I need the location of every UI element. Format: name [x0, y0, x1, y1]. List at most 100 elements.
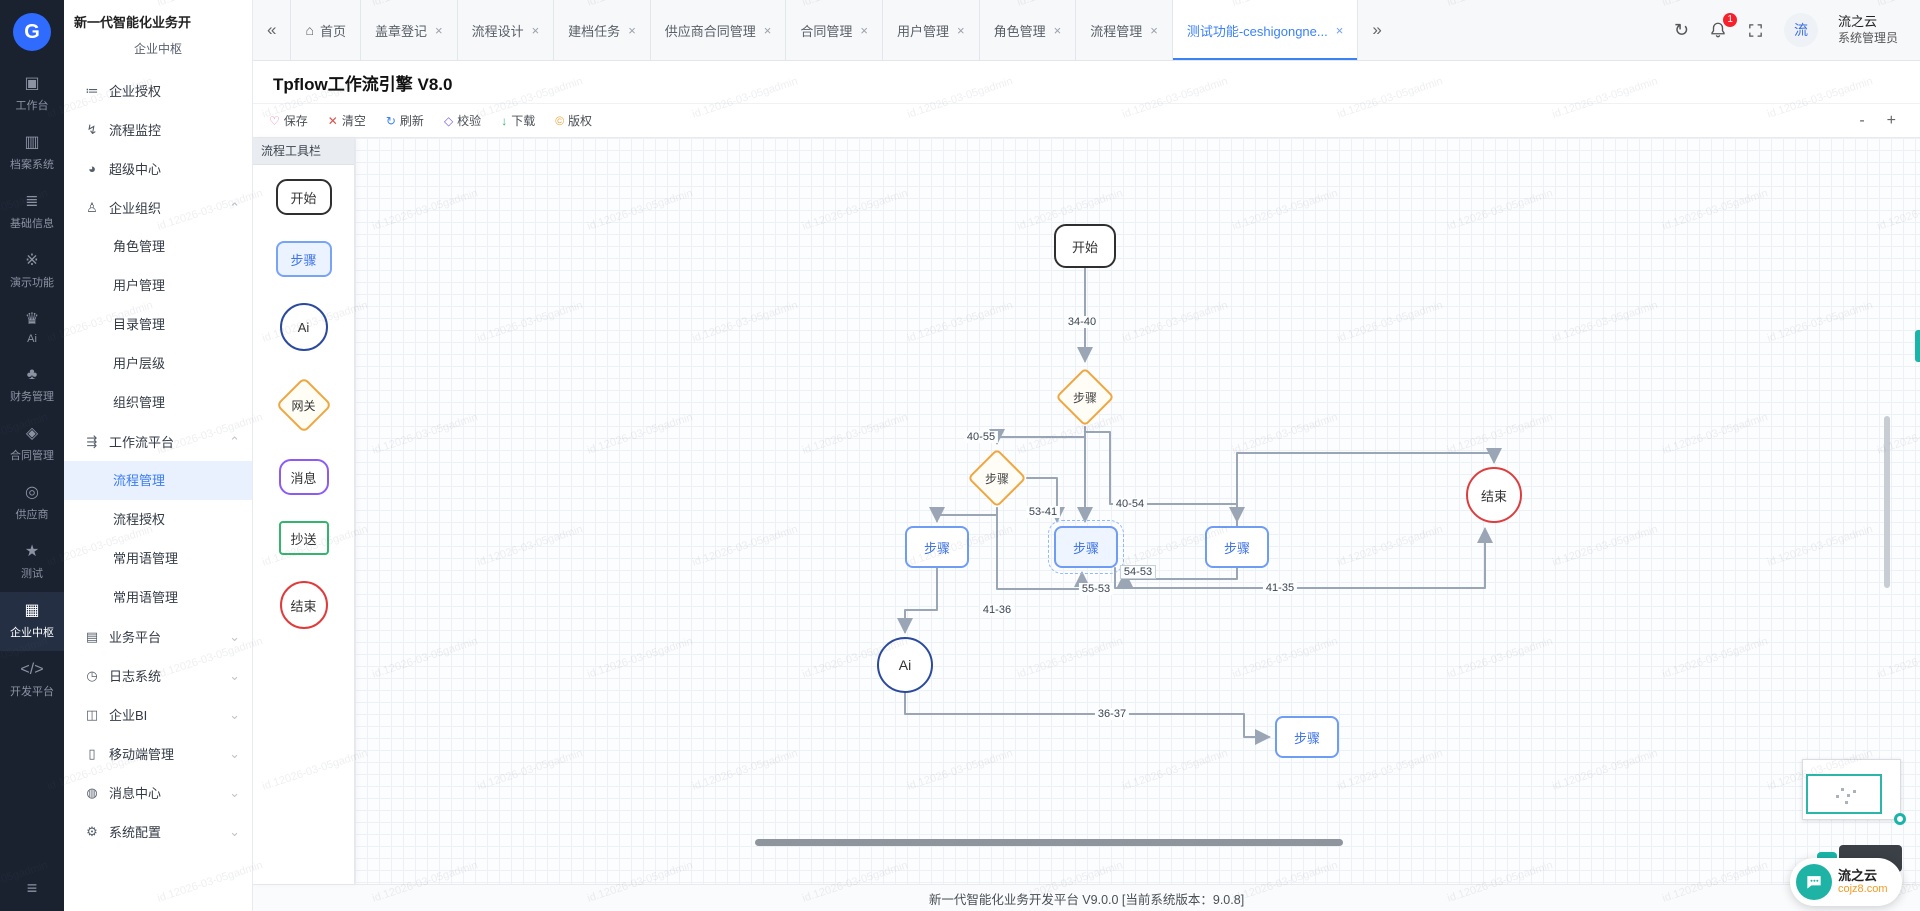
sidebar-subitem-目录管理[interactable]: 目录管理	[113, 317, 166, 332]
chevron-down-icon[interactable]: ⌄	[229, 667, 240, 683]
rail-menu-toggle-icon[interactable]: ≡	[26, 878, 38, 898]
edge-40-54[interactable]	[1084, 426, 1245, 523]
chevron-down-icon[interactable]: ⌄	[229, 628, 240, 644]
rail-item-基础信息[interactable]: ≣基础信息	[0, 183, 64, 242]
rail-item-工作台[interactable]: ▣工作台	[0, 65, 64, 124]
rail-item-档案系统[interactable]: ▥档案系统	[0, 124, 64, 183]
sidebar-subitem-组织管理[interactable]: 组织管理	[113, 395, 166, 410]
toolbar-清空-button[interactable]: ✕清空	[328, 112, 366, 129]
sidebar-item-业务平台[interactable]: ▤业务平台⌄	[64, 617, 252, 656]
node-step-53[interactable]: 步骤	[1048, 520, 1124, 574]
page-scrollbar-thumb[interactable]	[1915, 330, 1920, 362]
toolbar-保存-button[interactable]: ♡保存	[269, 112, 308, 129]
user-avatar[interactable]: 流	[1783, 13, 1818, 47]
tab-角色管理[interactable]: 角色管理×	[980, 0, 1077, 60]
sidebar-subitem-常用语管理[interactable]: 常用语管理	[113, 590, 179, 605]
chat-link[interactable]: cojz8.com	[1838, 883, 1888, 896]
tabs-collapse-right-icon[interactable]: »	[1372, 20, 1382, 39]
edge-41-35[interactable]	[1114, 527, 1493, 589]
sidebar-item-企业组织[interactable]: ♙企业组织⌃	[64, 188, 252, 227]
sidebar-subitem-用户管理[interactable]: 用户管理	[113, 278, 166, 293]
chevron-down-icon[interactable]: ⌄	[229, 745, 240, 761]
rail-item-企业中枢[interactable]: ▦企业中枢	[0, 592, 64, 651]
sidebar-subitem-常用语管理[interactable]: 常用语管理	[113, 551, 179, 566]
tab-建档任务[interactable]: 建档任务×	[554, 0, 651, 60]
node-start[interactable]: 开始	[1054, 224, 1116, 268]
tab-合同管理[interactable]: 合同管理×	[786, 0, 883, 60]
zoom-in-button[interactable]: +	[1886, 111, 1896, 129]
edge-40-55[interactable]	[989, 426, 1086, 445]
node-step-41[interactable]: 步骤	[905, 526, 969, 568]
tab-close-icon[interactable]: ×	[434, 22, 443, 38]
sidebar-subitem-用户层级[interactable]: 用户层级	[113, 356, 166, 371]
toolbar-下载-button[interactable]: ↓下载	[501, 112, 535, 129]
edge-55-53[interactable]	[996, 507, 1090, 590]
tab-供应商合同管理[interactable]: 供应商合同管理×	[651, 0, 787, 60]
zoom-out-button[interactable]: -	[1859, 111, 1865, 129]
tab-close-icon[interactable]: ×	[1150, 22, 1158, 38]
minimap[interactable]	[1802, 759, 1906, 825]
node-step-54[interactable]: 步骤	[1205, 526, 1269, 568]
sidebar-item-系统配置[interactable]: ⚙系统配置⌄	[64, 812, 252, 851]
sidebar-item-消息中心[interactable]: ◍消息中心⌄	[64, 773, 252, 812]
sidebar-subitem-角色管理[interactable]: 角色管理	[113, 239, 166, 254]
user-menu[interactable]: 流之云 系统管理员	[1838, 14, 1898, 45]
minimap-viewport[interactable]	[1806, 774, 1882, 814]
sidebar-item-超级中心[interactable]: ◕超级中心	[64, 149, 252, 188]
palette-item-步骤[interactable]: 步骤	[253, 241, 354, 277]
chevron-up-icon[interactable]: ⌃	[229, 433, 240, 449]
rail-item-合同管理[interactable]: ◈合同管理	[0, 415, 64, 474]
tab-首页[interactable]: ⌂首页	[290, 0, 361, 60]
sidebar-subitem-流程管理[interactable]: 流程管理	[64, 461, 252, 500]
refresh-icon[interactable]: ↻	[1673, 19, 1689, 40]
minimap-resize-handle[interactable]	[1894, 813, 1906, 825]
node-end-35[interactable]: 结束	[1466, 467, 1522, 523]
tab-close-icon[interactable]: ×	[860, 22, 868, 38]
notification-bell-icon[interactable]: 1	[1709, 13, 1737, 39]
tab-close-icon[interactable]: ×	[1335, 22, 1344, 38]
chevron-down-icon[interactable]: ⌄	[229, 706, 240, 722]
node-ai-36[interactable]: Ai	[877, 637, 933, 693]
tab-流程管理[interactable]: 流程管理×	[1076, 0, 1173, 60]
palette-item-抄送[interactable]: 抄送	[253, 521, 354, 555]
rail-item-开发平台[interactable]: </>开发平台	[0, 651, 64, 710]
toolbar-刷新-button[interactable]: ↻刷新	[386, 112, 424, 129]
app-logo[interactable]: G	[13, 13, 51, 51]
canvas-vertical-scrollbar[interactable]	[1884, 416, 1890, 588]
chevron-down-icon[interactable]: ⌄	[229, 784, 240, 800]
tab-测试功能-ceshigongne...[interactable]: 测试功能-ceshigongne...×	[1172, 0, 1359, 60]
toolbar-校验-button[interactable]: ◇校验	[444, 112, 481, 129]
tab-close-icon[interactable]: ×	[957, 22, 965, 38]
sidebar-item-企业授权[interactable]: ≔企业授权	[64, 71, 252, 110]
rail-item-供应商[interactable]: ◎供应商	[0, 474, 64, 533]
palette-item-消息[interactable]: 消息	[253, 459, 354, 495]
tab-close-icon[interactable]: ×	[763, 22, 772, 38]
sidebar-item-移动端管理[interactable]: ▯移动端管理⌄	[64, 734, 252, 773]
edge-55-41[interactable]	[929, 507, 998, 523]
palette-item-Ai[interactable]: Ai	[253, 303, 354, 351]
sidebar-item-企业BI[interactable]: ◫企业BI⌄	[64, 695, 252, 734]
palette-item-结束[interactable]: 结束	[253, 581, 354, 629]
fullscreen-icon[interactable]	[1747, 22, 1764, 39]
tab-流程设计[interactable]: 流程设计×	[458, 0, 555, 60]
toolbar-版权-button[interactable]: ©版权	[555, 112, 592, 129]
sidebar-item-工作流平台[interactable]: ⇶工作流平台⌃	[64, 422, 252, 461]
rail-item-Ai[interactable]: ♛Ai	[0, 301, 64, 356]
node-gw-55[interactable]: 步骤	[967, 448, 1027, 508]
sidebar-item-日志系统[interactable]: ◷日志系统⌄	[64, 656, 252, 695]
palette-item-开始[interactable]: 开始	[253, 179, 354, 215]
tab-盖章登记[interactable]: 盖章登记×	[361, 0, 458, 60]
tab-close-icon[interactable]: ×	[531, 22, 540, 38]
rail-item-财务管理[interactable]: ♣财务管理	[0, 356, 64, 415]
sidebar-item-流程监控[interactable]: ↯流程监控	[64, 110, 252, 149]
edge-54-35[interactable]	[1236, 448, 1502, 527]
sidebar-subitem-流程授权[interactable]: 流程授权	[113, 512, 166, 527]
chevron-up-icon[interactable]: ⌃	[229, 199, 240, 215]
chat-widget[interactable]: 流之云 cojz8.com	[1790, 858, 1902, 906]
canvas-horizontal-scrollbar[interactable]	[755, 839, 1343, 846]
edge-36-37[interactable]	[904, 692, 1271, 745]
edge-41-36[interactable]	[897, 567, 938, 634]
node-gw-40[interactable]: 步骤	[1055, 367, 1115, 427]
chevron-down-icon[interactable]: ⌄	[229, 823, 240, 839]
